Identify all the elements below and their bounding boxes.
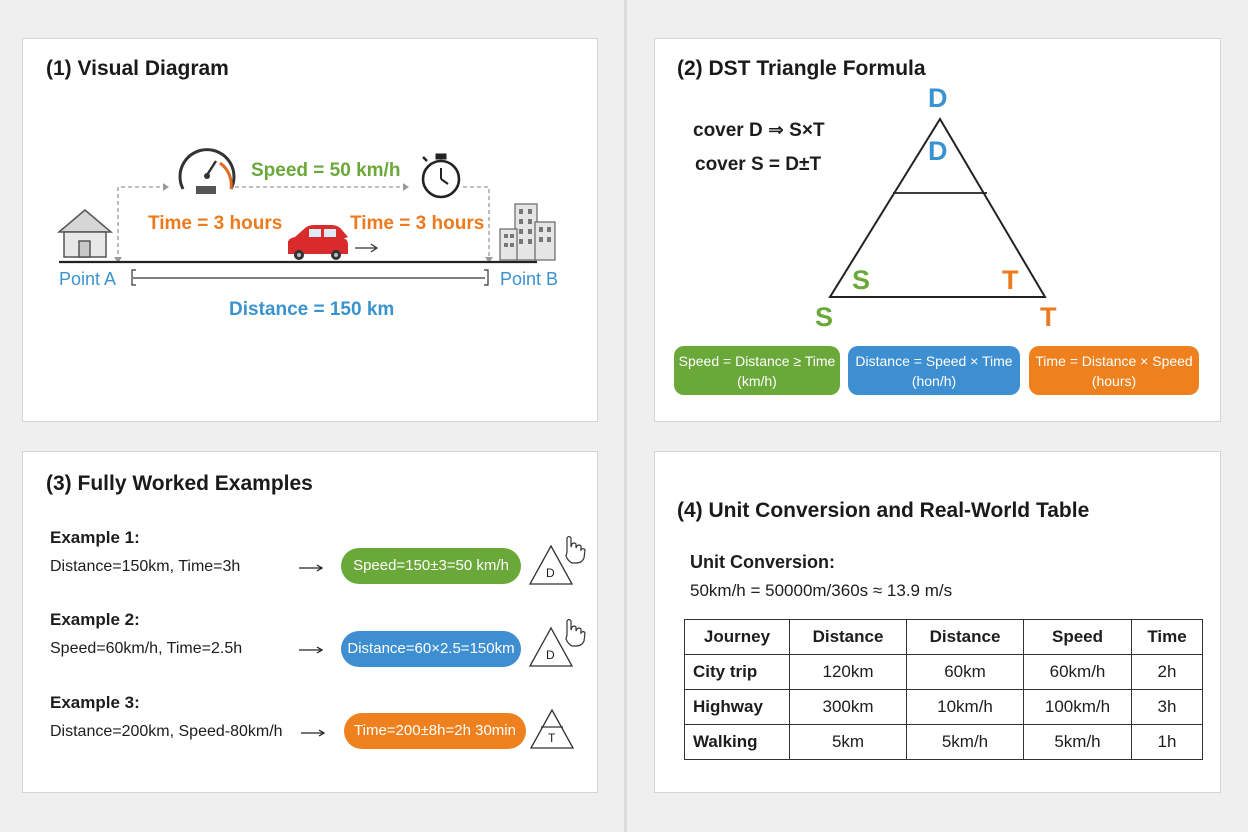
distance-bracket [131, 269, 489, 286]
table-header-row: Journey Distance Distance Speed Time [684, 619, 1203, 655]
house-icon [56, 209, 114, 258]
point-b-label: Point B [500, 269, 559, 289]
table-cell: 2h [1131, 654, 1203, 690]
speed-label: Speed = 50 km/h [251, 160, 401, 181]
table-cell: 300km [789, 689, 907, 725]
journey-diagram [56, 148, 556, 286]
triangle-label-d-outer: D [928, 83, 948, 113]
route-dash-left [117, 186, 163, 261]
table-cell: 5km [789, 724, 907, 760]
panel-dst-triangle: (2) DST Triangle Formula cover D ⇒ S×T c… [654, 38, 1221, 422]
example-given: Distance=200km, Speed-80km/h [50, 723, 283, 740]
arrow-head [114, 257, 122, 263]
real-world-table: Journey Distance Distance Speed Time Cit… [684, 619, 1203, 760]
table-row: City trip 120km 60km 60km/h 2h [684, 654, 1203, 690]
dst-triangle [828, 117, 1047, 298]
route-dash-right [463, 186, 490, 259]
formula-box-time: Time = Distance × Speed (hours) [1029, 346, 1199, 395]
arrow-head [485, 257, 493, 263]
example-title: Example 2: [50, 610, 140, 629]
panel-visual-diagram: (1) Visual Diagram [22, 38, 598, 422]
triangle-label-s-outer: S [815, 302, 834, 332]
table-cell: 1h [1131, 724, 1203, 760]
table-cell: 3h [1131, 689, 1203, 725]
panel-title: (1) Visual Diagram [46, 57, 229, 80]
formula-box-distance: Distance = Speed × Time (hon/h) [848, 346, 1020, 395]
formula-box-line2: (km/h) [737, 372, 777, 389]
table-row: Walking 5km 5km/h 5km/h 1h [684, 724, 1203, 760]
table-header: Speed [1023, 619, 1132, 655]
formula-box-line1: Time = Distance × Speed [1035, 352, 1193, 369]
table-cell: Highway [684, 689, 790, 725]
table-cell: 60km/h [1023, 654, 1132, 690]
cover-d-text: cover D ⇒ S×T [693, 120, 825, 141]
formula-box-speed: Speed = Distance ≥ Time (km/h) [674, 346, 840, 395]
table-header: Distance [906, 619, 1024, 655]
example-title: Example 3: [50, 693, 140, 712]
table-cell: 60km [906, 654, 1024, 690]
triangle-label-d-inner: D [928, 136, 948, 166]
panel-worked-examples: (3) Fully Worked Examples Example 1: Dis… [22, 451, 598, 793]
example-result: Speed=150±3=50 km/h [341, 548, 521, 584]
table-header: Journey [684, 619, 790, 655]
time-label-left: Time = 3 hours [148, 213, 283, 234]
cover-s-text: cover S = D±T [695, 154, 822, 175]
table-cell: Walking [684, 724, 790, 760]
table-cell: 5km/h [906, 724, 1024, 760]
unit-conversion-title: Unit Conversion: [690, 552, 836, 572]
mini-triangle-letter: D [546, 566, 555, 580]
mini-triangle-letter: T [548, 731, 556, 745]
formula-box-line1: Speed = Distance ≥ Time [678, 352, 836, 369]
arrow-head [403, 183, 409, 191]
triangle-label-s-inner: S [852, 265, 871, 295]
arrow-head [163, 183, 169, 191]
hand-pointer-icon [565, 535, 586, 647]
example-result: Time=200±8h=2h 30min [344, 713, 526, 749]
formula-box-line1: Distance = Speed × Time [855, 352, 1013, 369]
table-cell: 10km/h [906, 689, 1024, 725]
panel-title: (3) Fully Worked Examples [46, 472, 313, 495]
table-cell: 100km/h [1023, 689, 1132, 725]
table-cell: City trip [684, 654, 790, 690]
car-icon [288, 225, 348, 260]
triangle-label-t-outer: T [1040, 302, 1057, 332]
table-row: Highway 300km 10km/h 100km/h 3h [684, 689, 1203, 725]
building-icon [499, 203, 556, 261]
example-title: Example 1: [50, 528, 140, 547]
mini-triangle-letter: D [546, 648, 555, 662]
panel-title: (4) Unit Conversion and Real-World Table [677, 499, 1090, 522]
table-header: Distance [789, 619, 907, 655]
example-given: Distance=150km, Time=3h [50, 558, 241, 575]
panel-unit-conversion: (4) Unit Conversion and Real-World Table… [654, 451, 1221, 793]
formula-box-line2: (hon/h) [911, 372, 957, 389]
example-given: Speed=60km/h, Time=2.5h [50, 640, 243, 657]
center-divider [624, 0, 627, 832]
table-cell: 5km/h [1023, 724, 1132, 760]
table-cell: 120km [789, 654, 907, 690]
point-a-label: Point A [59, 269, 117, 289]
arrow-head [370, 243, 379, 253]
formula-box-line2: (hours) [1091, 372, 1137, 389]
triangle-label-t-inner: T [1002, 265, 1019, 295]
stopwatch-icon [421, 153, 461, 199]
panel-title: (2) DST Triangle Formula [677, 57, 926, 80]
distance-label: Distance = 150 km [229, 299, 395, 320]
example-result: Distance=60×2.5=150km [341, 631, 521, 667]
speedometer-icon [178, 148, 236, 194]
unit-conversion-formula: 50km/h = 50000m/360s ≈ 13.9 m/s [690, 581, 953, 600]
table-header: Time [1131, 619, 1203, 655]
time-label-right: Time = 3 hours [350, 213, 485, 234]
